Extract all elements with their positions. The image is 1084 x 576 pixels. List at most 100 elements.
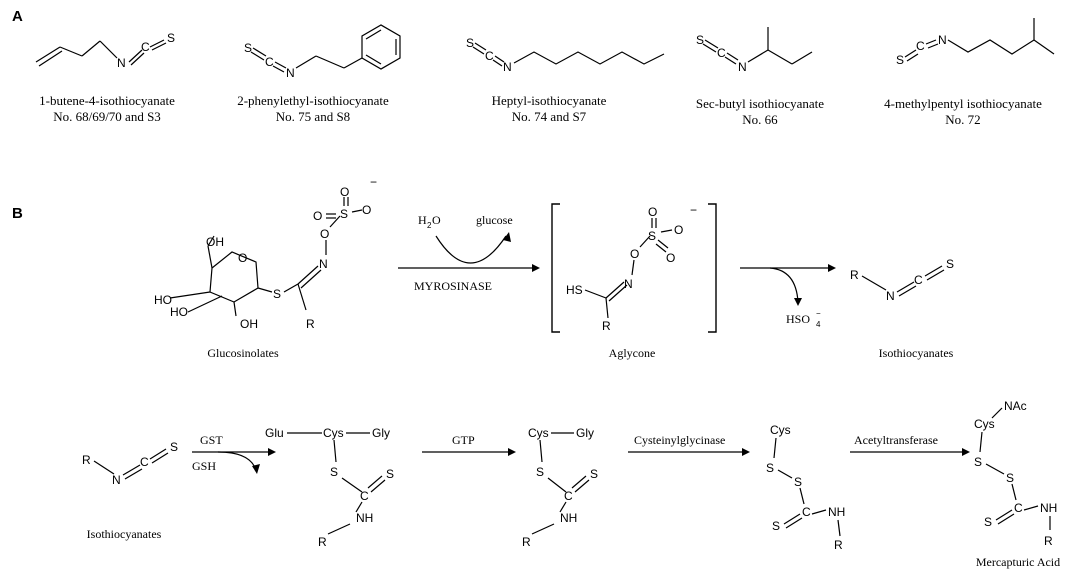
atom-o: O (320, 227, 329, 241)
atom-r: R (834, 538, 843, 552)
atom-c: C (141, 40, 150, 54)
atom-c: C (914, 273, 923, 287)
atom-hs: HS (566, 283, 583, 297)
charge-minus: − (370, 175, 377, 189)
atom-n: N (319, 257, 328, 271)
label-cys: Cys (528, 426, 549, 440)
atom-c: C (916, 39, 925, 53)
atom-r: R (306, 317, 315, 331)
atom-oh: OH (240, 317, 258, 331)
atom-r: R (1044, 534, 1053, 548)
atom-c: C (1014, 501, 1023, 515)
compound-number: No. 75 and S8 (276, 109, 350, 124)
atom-c: C (360, 489, 369, 503)
subscript-4: 4 (816, 320, 821, 329)
label-acetyltransferase: Acetyltransferase (854, 433, 938, 447)
label-aglycone: Aglycone (609, 346, 656, 360)
label-hso4: HSO (786, 312, 810, 326)
gtp-arrow: GTP (422, 433, 516, 456)
label-gtp: GTP (452, 433, 475, 447)
atom-o: O (238, 251, 247, 265)
atom-s: S (772, 519, 780, 533)
label-cys: Cys (323, 426, 344, 440)
label-isothiocyanates: Isothiocyanates (87, 527, 162, 541)
atom-s: S (273, 287, 281, 301)
label-cys: Cys (974, 417, 995, 431)
label-cys: Cys (770, 423, 791, 437)
atom-o: O (340, 185, 349, 199)
atom-s: S (648, 229, 656, 243)
atom-r: R (522, 535, 531, 549)
structure-butene-itc: N C S (35, 31, 175, 70)
structure-cysteine-conjugate: Cys S S C S NH R (766, 423, 845, 552)
label-glucosinolates: Glucosinolates (207, 346, 279, 360)
compound-name: 4-methylpentyl isothiocyanate (884, 96, 1042, 111)
panel-label-a: A (12, 8, 23, 25)
label-gst: GST (200, 433, 223, 447)
atom-s: S (330, 465, 338, 479)
compound-name: 1-butene-4-isothiocyanate (39, 93, 175, 108)
structure-cysgly-conjugate: Cys Gly S C S NH R (522, 426, 598, 549)
label-mercapturic-acid: Mercapturic Acid (976, 555, 1060, 569)
atom-s: S (766, 461, 774, 475)
atom-s: S (386, 467, 394, 481)
atom-n: N (286, 66, 295, 80)
atom-c: C (564, 489, 573, 503)
atom-n: N (886, 289, 895, 303)
atom-nh: NH (560, 511, 577, 525)
atom-nh: NH (828, 505, 845, 519)
atom-nh: NH (356, 511, 373, 525)
acetyltransferase-arrow: Acetyltransferase (850, 433, 970, 456)
compound-number: No. 74 and S7 (512, 109, 587, 124)
atom-r: R (850, 268, 859, 282)
label-glucose: glucose (476, 213, 513, 227)
atom-o: O (674, 223, 683, 237)
label-cysteinylglycinase: Cysteinylglycinase (634, 433, 725, 447)
label-gly: Gly (372, 426, 390, 440)
panel-label-b: B (12, 205, 23, 222)
atom-o: O (666, 251, 675, 265)
label-myrosinase: MYROSINASE (414, 279, 492, 293)
atom-c: C (802, 505, 811, 519)
atom-r: R (318, 535, 327, 549)
atom-c: C (717, 46, 726, 60)
atom-r: R (602, 319, 611, 333)
compound-name: 2-phenylethyl-isothiocyanate (237, 93, 389, 108)
atom-n: N (938, 33, 947, 47)
atom-c: C (485, 49, 494, 63)
compound-number: No. 72 (945, 112, 980, 127)
label-isothiocyanates: Isothiocyanates (879, 346, 954, 360)
label-nac: NAc (1004, 399, 1027, 413)
structure-aglycone: HS N R O S O O O − (551, 203, 717, 333)
atom-n: N (112, 473, 121, 487)
atom-o: O (630, 247, 639, 261)
label-gly: Gly (576, 426, 594, 440)
structure-heptyl-itc: S C N (466, 36, 665, 74)
compound-name: Heptyl-isothiocyanate (492, 93, 607, 108)
atom-s: S (170, 440, 178, 454)
atom-s: S (696, 33, 704, 47)
myrosinase-arrow: H 2 O glucose MYROSINASE (398, 213, 540, 293)
subscript-2: 2 (427, 221, 432, 230)
atom-ho: HO (154, 293, 172, 307)
cysteinylglycinase-arrow: Cysteinylglycinase (628, 433, 750, 456)
structure-methylpentyl-itc: S C N (896, 18, 1055, 67)
atom-oh: OH (206, 235, 224, 249)
atom-s: S (984, 515, 992, 529)
atom-s: S (466, 36, 474, 50)
atom-n: N (503, 60, 512, 74)
atom-c: C (140, 455, 149, 469)
atom-s: S (244, 41, 252, 55)
structure-isothiocyanate-product: R N C S (850, 257, 954, 303)
structure-mercapturic-acid: NAc Cys S S C S NH R (974, 399, 1057, 548)
structure-phenylethyl-itc: S C N (244, 24, 401, 80)
structure-isothiocyanate-reactant: R N C S (82, 440, 178, 487)
atom-o: O (648, 205, 657, 219)
sulfate-release-arrow: HSO 4 − (740, 264, 836, 329)
atom-nh: NH (1040, 501, 1057, 515)
atom-n: N (738, 60, 747, 74)
compound-number: No. 66 (742, 112, 778, 127)
gst-arrow: GST GSH (192, 433, 276, 474)
